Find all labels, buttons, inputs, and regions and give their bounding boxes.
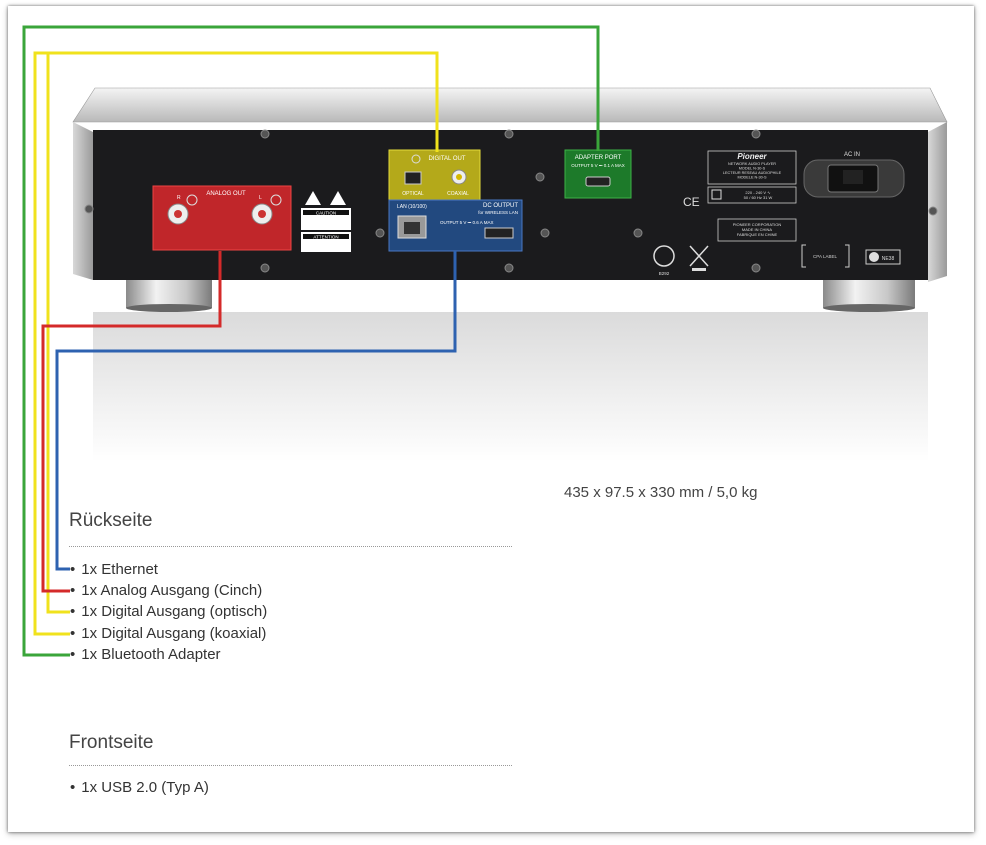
svg-text:COAXIAL: COAXIAL <box>447 191 469 197</box>
svg-text:for WIRELESS LAN: for WIRELESS LAN <box>478 210 518 215</box>
model-lines-line: MODEL N-30-S <box>739 167 766 171</box>
analog-out-block: ANALOG OUT R L <box>152 185 292 251</box>
dc-output-label: DC OUTPUT <box>483 203 518 209</box>
svg-text:NE38: NE38 <box>882 256 895 262</box>
ac-in: AC IN <box>803 152 905 198</box>
analog-out-label: ANALOG OUT <box>206 191 246 197</box>
ce-mark: CE <box>683 195 700 209</box>
svg-text:OUTPUT 5 V ⎓ 0.6 A MAX: OUTPUT 5 V ⎓ 0.6 A MAX <box>440 220 494 225</box>
corp-lines-line: PIONEER CORPORATION <box>733 222 782 227</box>
digital-out-label: DIGITAL OUT <box>428 156 465 162</box>
frontseite-divider <box>69 765 512 766</box>
yellow-line-2 <box>46 53 70 614</box>
red-line <box>41 251 222 593</box>
list-item-usb: 1x USB 2.0 (Typ A) <box>70 779 209 796</box>
right-foot <box>823 280 915 312</box>
svg-text:L: L <box>259 195 262 201</box>
digital-out-block: DIGITAL OUT OPTICAL COAXIAL <box>388 149 481 201</box>
device-top <box>72 87 948 123</box>
rueckseite-title: Rückseite <box>69 510 153 531</box>
green-line <box>22 25 600 657</box>
adapter-port-label: ADAPTER PORT <box>575 155 622 161</box>
left-foot <box>126 278 212 312</box>
lan-dc-block: LAN (10/100) DC OUTPUT for WIRELESS LAN … <box>388 199 523 252</box>
svg-text:OPTICAL: OPTICAL <box>402 191 424 197</box>
svg-text:B292: B292 <box>659 271 670 276</box>
corp-lines-line: FABRIQUE EN CHINE <box>737 232 778 237</box>
corp-lines-line: MADE IN CHINA <box>742 227 773 232</box>
blue-line <box>55 251 457 571</box>
svg-text:CAUTION: CAUTION <box>316 211 336 216</box>
power-lines-line: 50 / 60 Hz 31 W <box>744 195 773 200</box>
svg-text:OUTPUT 5 V ⎓ 0.1 A MAX: OUTPUT 5 V ⎓ 0.1 A MAX <box>571 163 625 168</box>
list-item-digital-optical: 1x Digital Ausgang (optisch) <box>70 603 267 620</box>
svg-text:CPA LABEL: CPA LABEL <box>813 254 837 259</box>
frontseite-title: Frontseite <box>69 732 154 753</box>
list-item-digital-coaxial: 1x Digital Ausgang (koaxial) <box>70 625 266 642</box>
model-lines-line: NETWORK AUDIO PLAYER <box>728 162 776 166</box>
device-left-side <box>73 122 93 280</box>
device-right-side <box>928 122 947 282</box>
adapter-port-block: ADAPTER PORT OUTPUT 5 V ⎓ 0.1 A MAX <box>564 149 632 199</box>
yellow-line <box>33 51 439 636</box>
list-item-analog-out: 1x Analog Ausgang (Cinch) <box>70 582 262 599</box>
warning-labels: CAUTION ATTENTION <box>301 191 351 252</box>
svg-text:220 - 240 V ∿50 / 60 Hz 31 W: 220 - 240 V ∿50 / 60 Hz 31 W <box>744 190 773 200</box>
device-reflection <box>93 312 928 462</box>
power-lines-line: 220 - 240 V ∿ <box>745 190 770 195</box>
list-item-ethernet: 1x Ethernet <box>70 561 158 578</box>
screws <box>84 129 938 273</box>
dimensions-text: 435 x 97.5 x 330 mm / 5,0 kg <box>564 484 758 501</box>
list-item-bluetooth: 1x Bluetooth Adapter <box>70 646 220 663</box>
svg-text:AC IN: AC IN <box>844 152 860 158</box>
svg-text:R: R <box>177 195 181 201</box>
certification-marks: B292 CPA LABEL NE38 <box>653 244 901 276</box>
svg-text:ATTENTION: ATTENTION <box>313 235 338 240</box>
lan-label: LAN (10/100) <box>397 204 427 210</box>
rueckseite-divider <box>69 546 512 547</box>
model-lines-line: MODELE N-30-S <box>737 176 767 180</box>
svg-text:Pioneer: Pioneer <box>737 152 767 161</box>
model-lines-line: LECTEUR RESEAU AUDIOPHILE <box>723 171 782 175</box>
